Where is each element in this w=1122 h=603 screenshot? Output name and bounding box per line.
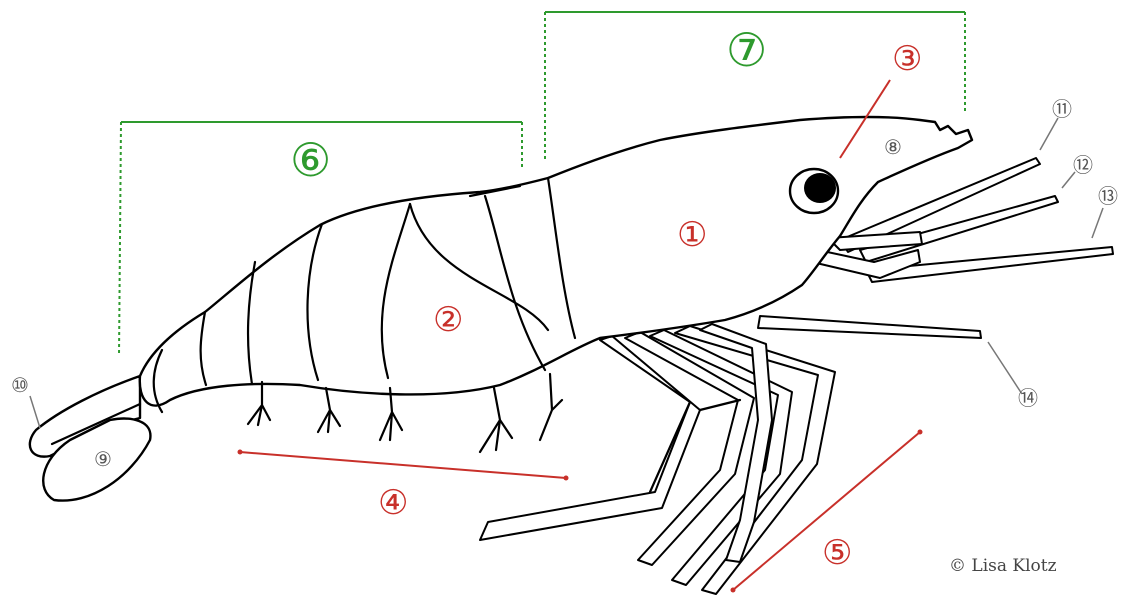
label-1: ① xyxy=(677,218,707,252)
label-2: ② xyxy=(433,303,463,337)
label-8: ⑧ xyxy=(884,137,902,157)
label-3: ③ xyxy=(892,42,922,76)
swimmeret-range-line xyxy=(240,452,566,478)
label-11: ⑪ xyxy=(1052,99,1072,119)
eye-icon xyxy=(790,169,838,213)
label-7: ⑦ xyxy=(726,27,767,73)
label-14: ⑭ xyxy=(1018,388,1038,408)
label-6: ⑥ xyxy=(290,137,331,183)
label-13: ⑬ xyxy=(1098,186,1118,206)
label-4: ④ xyxy=(378,486,408,520)
copyright-text: © Lisa Klotz xyxy=(949,558,1057,575)
label-12: ⑫ xyxy=(1073,155,1093,175)
tail-fan xyxy=(30,376,151,501)
label-10: ⑩ xyxy=(11,375,29,395)
label-9: ⑨ xyxy=(94,449,112,469)
label-5: ⑤ xyxy=(822,536,852,570)
